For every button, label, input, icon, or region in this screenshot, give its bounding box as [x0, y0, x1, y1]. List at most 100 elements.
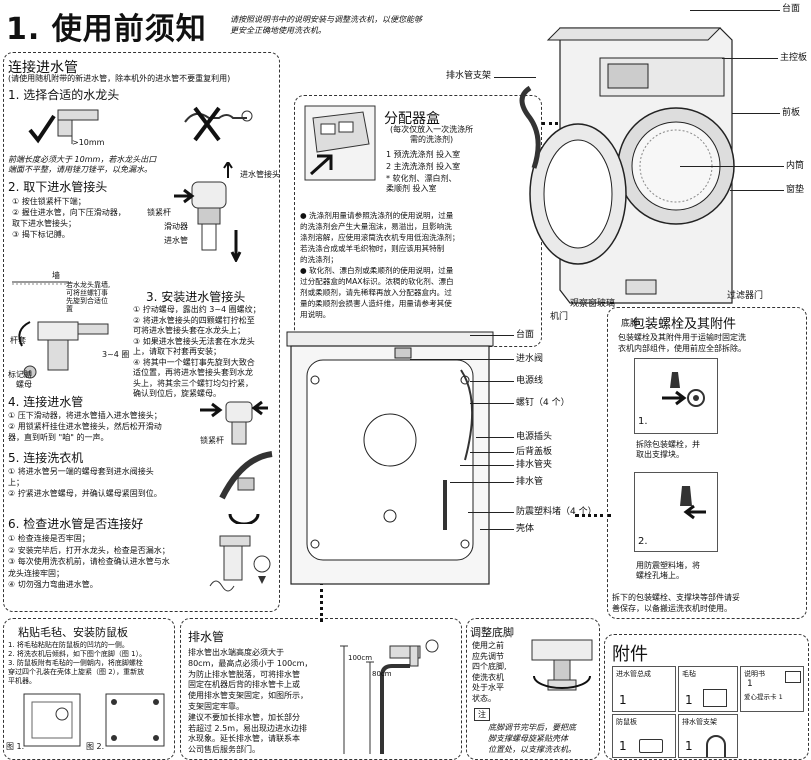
accessory-name: 排水管支架 — [682, 718, 717, 726]
leader-cover — [470, 452, 514, 453]
step2-text: ① 按住锁紧杆下端； ② 握住进水管，向下压滑动器， 取下进水管接头； ③ 揭下… — [12, 197, 126, 239]
label-shell: 壳体 — [516, 524, 535, 534]
felt-fig1-label: 图 1. — [6, 742, 25, 751]
accessory-qty: 1 — [619, 739, 627, 753]
label-slider: 滑动器 — [164, 222, 188, 231]
connector-dots-3 — [575, 514, 611, 517]
accessory-felt: 毛毡 1 — [678, 666, 738, 712]
connect-hose-subtitle: (请使用随机附带的新进水管，除本机外的进水管不要重复利用) — [8, 74, 231, 83]
drain-title: 排水管 — [188, 630, 225, 644]
label-drain-hanger: 排水管支架 — [446, 71, 492, 81]
leader-drain-hanger — [494, 77, 536, 78]
label-screws: 螺钉（4 个） — [516, 398, 570, 408]
valve-connect-illustration — [219, 451, 273, 500]
leader-hanger — [460, 465, 514, 466]
label-nut: 螺母 — [16, 380, 32, 389]
wall-faucet-illustration — [12, 281, 109, 379]
step3-text: ① 拧动螺母，露出约 3~4 圈螺纹； ② 将进水管接头的四颗螺钉拧松至 可将进… — [133, 305, 261, 398]
accessory-name: 毛毡 — [682, 670, 696, 678]
dispenser-item-2: 2 主洗洗涤剂 投入室 — [386, 162, 461, 171]
felt-icon — [703, 689, 727, 707]
packing-bolts-text: 包装螺栓及其附件用于运输时固定洗 衣机内部组件，使用前应全部拆除。 — [618, 333, 746, 353]
hose-insert-illustration — [200, 400, 268, 445]
dispenser-item-3: * 软化剂、漂白剂、 柔顺剂 投入室 — [386, 174, 457, 193]
label-sleeve: 杆套 — [10, 336, 26, 345]
faucet-bad-illustration — [184, 106, 253, 142]
accessory-rodent-plate: 防鼠板 1 — [612, 714, 676, 758]
leader-plug — [476, 437, 514, 438]
foot-illustration — [531, 639, 593, 691]
label-marker: 标记膊 — [8, 370, 32, 379]
dispenser-sub: (每次仅放入一次洗涤所 需的洗涤剂) — [390, 125, 474, 144]
faucet-measure: >10mm — [72, 138, 105, 147]
drain-diagram — [340, 639, 439, 754]
packing-bolts-title: 包装螺栓及其附件 — [632, 317, 737, 332]
accessory-name: 进水管总成 — [616, 670, 651, 678]
step1-note: 前端长度必须大于 10mm，若水龙头出口 端面不平整，请用锉刀锉平，以免漏水。 — [8, 155, 157, 174]
label-base: 底脚 — [621, 319, 640, 329]
label-lock-lever: 锁紧杆 — [147, 208, 171, 217]
drain-text: 排水管出水端高度必须大于 80cm，最高点必须小于 100cm， 为防止排水管脱… — [188, 648, 313, 755]
washer-rear-illustration — [286, 331, 494, 585]
dispenser-item-1: 1 预洗洗涤剂 投入室 — [386, 150, 461, 159]
leader-front — [732, 113, 780, 114]
leader-gasket — [730, 190, 784, 191]
label-glass: 观察窗玻璃 — [570, 299, 616, 309]
label-connector: 进水管接头 — [240, 170, 280, 179]
feet-note: 底脚调节完毕后，要把底 脚支撑螺母旋紧贴壳体 位置处，以支撑洗衣机。 — [488, 723, 576, 754]
label-wall: 墙 — [52, 271, 60, 280]
check-leak-illustration — [209, 535, 271, 592]
step4-text: ① 压下滑动器，将进水管插入进水管接头； ② 用锁紧杆挂住进水管接头，然后松开滑… — [8, 411, 162, 442]
label-plug: 电源插头 — [516, 432, 553, 442]
felt-text: 1. 将毛毡粘贴在防鼠板的凹坑的一侧。 2. 将洗衣机后倾斜，如下图个底脚（图 … — [8, 641, 147, 685]
step6-text: ① 检查连接是否牢固； ② 安装完毕后，打开水龙头，检查是否漏水； ③ 每次使用… — [8, 534, 170, 589]
bolt-step1-number: 1. — [638, 416, 648, 427]
washer-front-illustration — [519, 27, 735, 304]
accessory-drain-hanger: 排水管支架 1 — [678, 714, 738, 758]
accessory-inlet-hose: 进水管总成 1 — [612, 666, 676, 712]
accessory-name: 说明书 — [744, 670, 765, 678]
leader-control — [722, 58, 778, 59]
leader-rear-top — [470, 335, 514, 336]
feet-text: 使用之前 应先调节 四个底脚, 使洗衣机 处于水平 状态。 — [472, 641, 507, 703]
step1-title: 1. 选择合适的水龙头 — [8, 88, 120, 102]
packing-bolts-section — [607, 307, 807, 619]
label-drum: 内筒 — [786, 161, 805, 171]
label-turns: 3~4 圈 — [102, 350, 130, 359]
label-front: 前板 — [782, 108, 801, 118]
page-title: 1. 使用前须知 — [6, 12, 207, 47]
connect-hose-section — [3, 52, 280, 612]
wrench-icon — [662, 372, 705, 407]
leader-cord — [470, 381, 514, 382]
label-valve: 进水阀 — [516, 354, 544, 364]
twist-arrow-illustration — [228, 513, 260, 524]
bolt-step1-caption: 拆除包装螺栓，并 取出支撑块。 — [636, 440, 700, 459]
label-rear-top: 台面 — [516, 330, 535, 340]
leader-screws — [470, 403, 514, 404]
label-cord: 电源线 — [516, 376, 544, 386]
accessory-qty: 1 — [685, 693, 693, 707]
plate-icon — [639, 739, 663, 753]
accessory-qty: 1 — [747, 679, 753, 689]
felt-fig2 — [105, 693, 165, 747]
dispenser-title: 分配器盒 — [384, 111, 440, 127]
hose-connector-illustration — [174, 162, 242, 262]
connect-hose-title: 连接进水管 — [8, 60, 78, 76]
step3-title: 3. 安装进水管接头 — [146, 290, 246, 304]
drain-dim-100: 100cm — [348, 654, 373, 662]
wall-note: 若水龙头靠墙, 可将丝螺钉事 先旋到合适位 置 — [66, 281, 111, 313]
step5-text: ① 将进水管另一端的螺母套到进水阀接头 上； ② 拧紧进水管螺母，并确认螺母紧固… — [8, 467, 162, 498]
connector-dots-4 — [320, 582, 323, 622]
label-top: 台面 — [782, 4, 801, 14]
bolt-step2-caption: 用防震塑料堵，将 螺栓孔堵上。 — [636, 561, 700, 580]
label-inlet-hose: 进水管 — [164, 236, 188, 245]
label-control: 主控板 — [780, 53, 808, 63]
label-cover: 后背盖板 — [516, 447, 553, 457]
label-hanger: 排水管夹 — [516, 460, 553, 470]
label-gasket: 窗垫 — [786, 185, 805, 195]
leader-valve — [410, 359, 514, 360]
accessory-qty: 1 — [685, 739, 693, 753]
dispenser-drawer-illustration — [304, 105, 376, 181]
felt-title: 粘贴毛毡、安装防鼠板 — [18, 626, 128, 639]
label-door: 机门 — [550, 312, 569, 322]
